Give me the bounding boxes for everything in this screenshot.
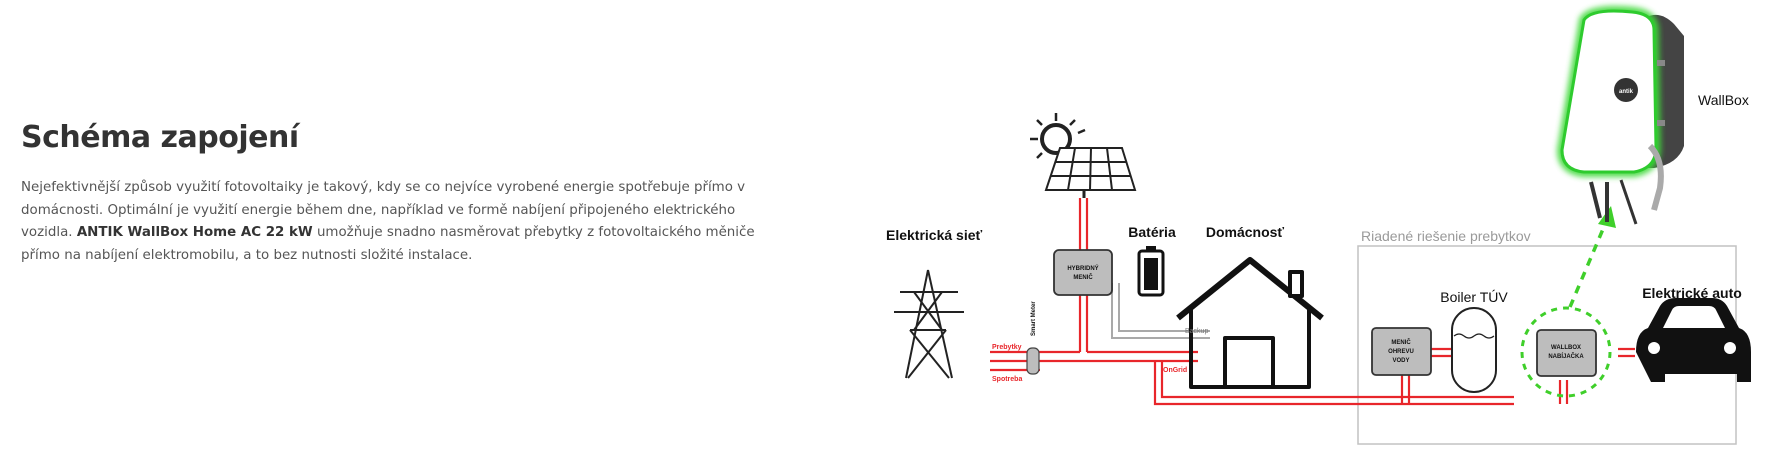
charger-line2: NABÍJAČKA — [1548, 352, 1584, 360]
content-section: Schéma zapojení Nejefektivnější způsob v… — [21, 120, 791, 267]
wallbox-label: WallBox — [1698, 92, 1749, 108]
description-outro: umožňuje snadno nasměrovat přebytky z fo… — [21, 225, 755, 263]
product-name: ANTIK WallBox Home AC 22 kW — [76, 225, 313, 240]
wallbox-device: antik — [1556, 6, 1684, 225]
house-icon — [1176, 257, 1324, 389]
hybrid-inverter: HYBRIDNÝ MENIČ — [1053, 249, 1113, 296]
heater-line3: VODY — [1392, 358, 1409, 364]
boiler-label: Boiler TÚV — [1440, 289, 1508, 305]
description-intro: Nejefektivnější způsob využití fotovolta… — [21, 180, 746, 240]
boiler-icon — [1451, 307, 1497, 393]
battery-label: Batéria — [1128, 224, 1176, 240]
ongrid-label: OnGrid — [1163, 367, 1187, 374]
smart-meter — [1026, 347, 1040, 375]
grid-label: Elektrická sieť — [886, 227, 983, 243]
car-label: Elektrické auto — [1642, 285, 1742, 301]
solar-panel-icon — [1044, 147, 1137, 198]
inverter-line1: HYBRIDNÝ — [1067, 265, 1098, 272]
charger-highlight — [1520, 306, 1612, 398]
battery-icon — [1137, 246, 1165, 297]
backup-label: Backup — [1185, 328, 1208, 335]
car-icon — [1636, 298, 1751, 382]
surplus-area-label: Riadené riešenie prebytkov — [1361, 228, 1531, 244]
dashed-arrow — [1568, 206, 1616, 308]
section-description: Nejefektivnější způsob využití fotovolta… — [21, 177, 791, 267]
surplus-flow-label: Prebytky — [992, 344, 1022, 351]
wiring-diagram: Riadené riešenie prebytkov — [886, 6, 1751, 445]
wallbox-charger: WALLBOX NABÍJAČKA — [1536, 329, 1597, 377]
heater-line2: OHREVU — [1388, 349, 1414, 355]
section-title: Schéma zapojení — [21, 120, 299, 155]
charger-line1: WALLBOX — [1551, 345, 1581, 351]
smart-meter-label: Smart Meter — [1031, 301, 1037, 336]
house-label: Domácnosť — [1206, 224, 1285, 240]
inverter-line2: MENIČ — [1073, 274, 1093, 281]
consumption-flow-label: Spotreba — [992, 376, 1022, 383]
power-tower-icon — [894, 269, 964, 379]
heater-line1: MENIČ — [1391, 339, 1411, 346]
sun-icon — [1030, 113, 1086, 159]
wallbox-logo: antik — [1619, 89, 1634, 95]
water-heater-inverter: MENIČ OHREVU VODY — [1371, 327, 1432, 376]
backup-lines — [1111, 283, 1210, 339]
